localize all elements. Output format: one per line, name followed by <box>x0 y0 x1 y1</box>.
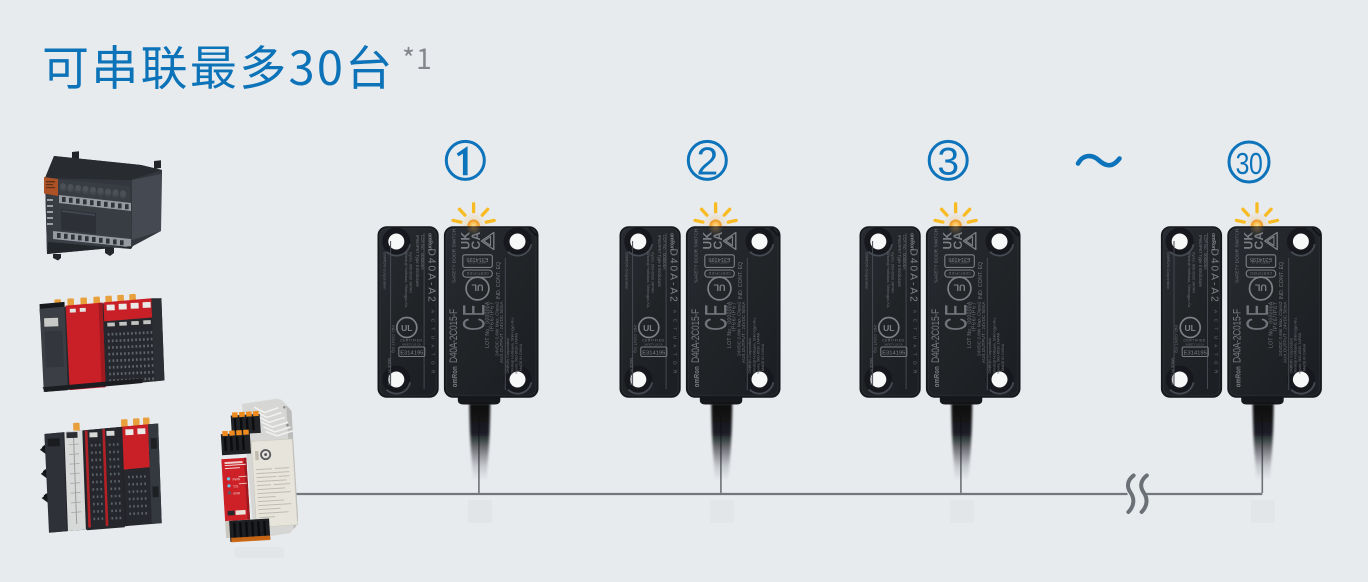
svg-text:ERR: ERR <box>233 491 241 495</box>
svg-text:3: 3 <box>937 141 959 184</box>
svg-text:T31: T31 <box>233 484 239 488</box>
svg-text:2: 2 <box>696 141 718 184</box>
svg-text:PWR: PWR <box>232 477 240 481</box>
svg-text:30: 30 <box>1236 146 1263 180</box>
